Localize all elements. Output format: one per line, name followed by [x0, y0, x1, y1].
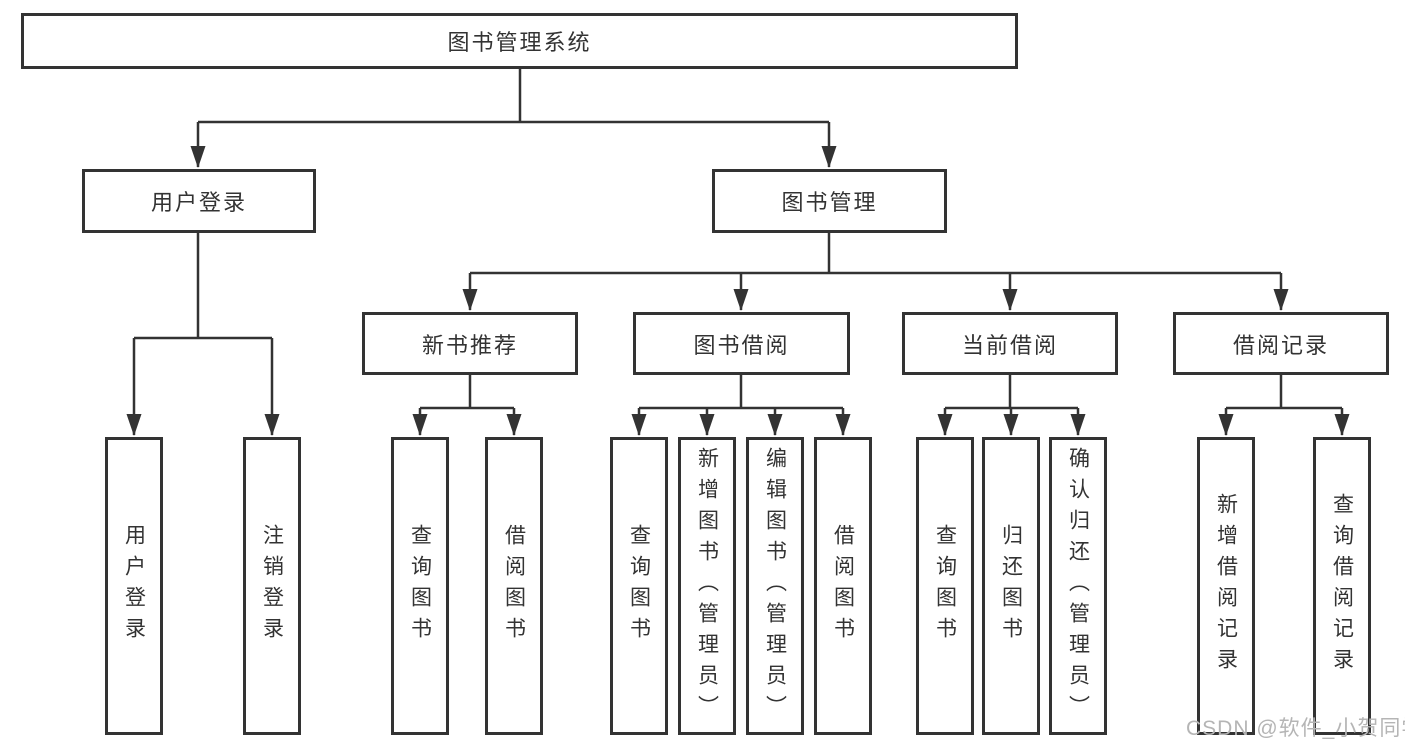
leaf-user-login: 用户登录 — [105, 437, 163, 735]
leaf-return-books: 归还图书 — [982, 437, 1040, 735]
leaf-borrowing-query-books: 查询图书 — [610, 437, 668, 735]
leaf-query-borrow-record: 查询借阅记录 — [1313, 437, 1371, 735]
leaf-add-books-admin: 新增图书（管理员） — [678, 437, 736, 735]
leaf-logout: 注销登录 — [243, 437, 301, 735]
node-new-book-recommend: 新书推荐 — [362, 312, 578, 375]
leaf-current-query-books-label: 查询图书 — [933, 524, 957, 648]
leaf-add-books-admin-label: 新增图书（管理员） — [695, 446, 719, 726]
leaf-borrowing-query-books-label: 查询图书 — [627, 524, 651, 648]
leaf-borrow-books-label: 借阅图书 — [831, 524, 855, 648]
leaf-recommend-borrow-books-label: 借阅图书 — [502, 524, 526, 648]
csdn-watermark: CSDN @软件_小贺同学 — [1186, 717, 1405, 740]
leaf-return-books-label: 归还图书 — [999, 524, 1023, 648]
node-borrowing-records: 借阅记录 — [1173, 312, 1389, 375]
leaf-recommend-query-books: 查询图书 — [391, 437, 449, 735]
leaf-add-borrow-record: 新增借阅记录 — [1197, 437, 1255, 735]
node-user-login: 用户登录 — [82, 169, 316, 233]
leaf-confirm-return-admin: 确认归还（管理员） — [1049, 437, 1107, 735]
leaf-add-borrow-record-label: 新增借阅记录 — [1214, 493, 1238, 679]
leaf-borrow-books: 借阅图书 — [814, 437, 872, 735]
leaf-recommend-borrow-books: 借阅图书 — [485, 437, 543, 735]
leaf-confirm-return-admin-label: 确认归还（管理员） — [1066, 446, 1090, 726]
leaf-logout-label: 注销登录 — [260, 524, 284, 648]
node-book-management: 图书管理 — [712, 169, 947, 233]
leaf-user-login-label: 用户登录 — [122, 524, 146, 648]
node-book-borrowing: 图书借阅 — [633, 312, 850, 375]
leaf-recommend-query-books-label: 查询图书 — [408, 524, 432, 648]
leaf-edit-books-admin: 编辑图书（管理员） — [746, 437, 804, 735]
node-current-borrowing: 当前借阅 — [902, 312, 1118, 375]
leaf-query-borrow-record-label: 查询借阅记录 — [1330, 493, 1354, 679]
leaf-current-query-books: 查询图书 — [916, 437, 974, 735]
node-library-management-system: 图书管理系统 — [21, 13, 1018, 69]
leaf-edit-books-admin-label: 编辑图书（管理员） — [763, 446, 787, 726]
